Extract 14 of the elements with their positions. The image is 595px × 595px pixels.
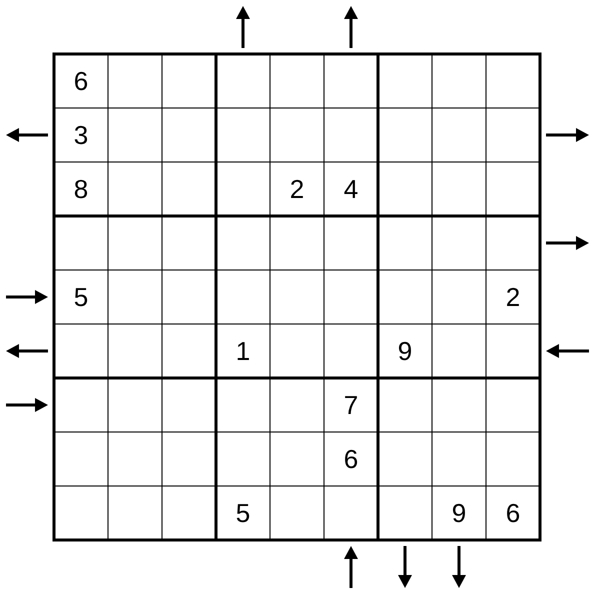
given-digit: 1 [236,336,250,366]
given-digit: 6 [74,66,88,96]
given-digit: 8 [74,174,88,204]
given-digit: 9 [398,336,412,366]
given-digit: 2 [506,282,520,312]
given-digit: 3 [74,120,88,150]
given-digit: 4 [344,174,358,204]
given-digit: 6 [506,498,520,528]
given-digit: 5 [236,498,250,528]
given-digit: 7 [344,390,358,420]
given-digit: 5 [74,282,88,312]
given-digit: 2 [290,174,304,204]
given-digit: 6 [344,444,358,474]
given-digit: 9 [452,498,466,528]
